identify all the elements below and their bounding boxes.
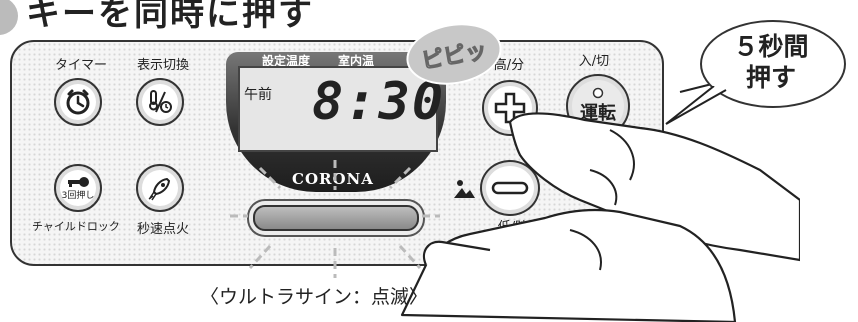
timer-button[interactable] (54, 78, 102, 126)
callout-bubble (700, 20, 846, 108)
eco-person-icon (454, 180, 475, 198)
timer-label: タイマー (54, 58, 107, 73)
lcd-screen (238, 66, 438, 152)
callout-tail (665, 86, 727, 125)
display-switch-button[interactable] (136, 78, 184, 126)
display-switch-label: 表示切換 (136, 58, 189, 73)
rocket-icon (148, 177, 171, 201)
down-button[interactable] (480, 160, 540, 216)
thermometer-clock-icon (149, 90, 172, 113)
page-heading: キーを同時に押す (0, 0, 314, 35)
lcd-time: 8:30 (312, 72, 446, 132)
hands-illustration (400, 71, 800, 322)
three-press-label: 3回押し (61, 190, 95, 201)
child-lock-button[interactable]: 3回押し (54, 164, 102, 212)
heading-text: キーを同時に押す (26, 0, 314, 34)
alarm-clock-icon (66, 89, 90, 115)
power-indicator-light (592, 87, 604, 99)
ampm-indicator: 午前 (244, 87, 272, 103)
ultra-sign-caption: 〈ウルトラサイン：点滅〉 (200, 286, 429, 308)
on-off-label: 入/切 (578, 54, 610, 69)
up-min-label: 高/分 (493, 58, 525, 73)
room-temp-label: 室内温 (338, 54, 375, 68)
flash-rays (230, 160, 440, 278)
callout-line1: ５秒間 (733, 32, 809, 61)
callout-line2: 押す (745, 63, 796, 92)
quick-ignition-label: 秒速点火 (136, 222, 189, 237)
step-number-circle (0, 0, 18, 35)
set-temp-label: 設定温度 (262, 54, 311, 68)
run-button-label: 運転 (580, 103, 616, 124)
callout-text: ５秒間 押す (700, 31, 842, 93)
quick-ignition-button[interactable] (136, 164, 184, 212)
ultra-sign-bar (253, 205, 419, 231)
child-lock-label: チャイルドロック (32, 220, 120, 233)
minus-icon (491, 181, 529, 195)
brand-logo: CORONA (292, 170, 374, 188)
key-icon (68, 176, 89, 187)
